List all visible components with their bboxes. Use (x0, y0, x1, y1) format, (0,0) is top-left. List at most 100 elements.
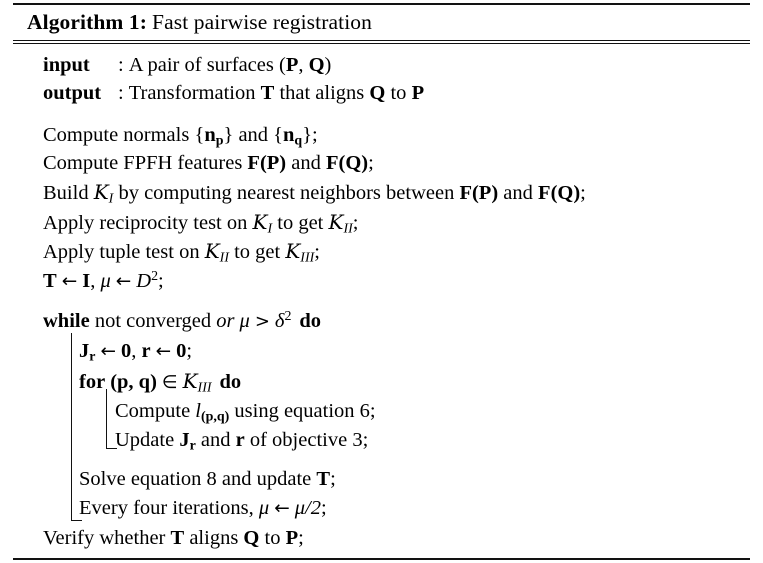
verify-var-t: T (170, 526, 185, 549)
indent-guide-for (106, 389, 117, 449)
tuple-k1-sub: II (219, 250, 229, 266)
verify-var-q: Q (243, 526, 260, 549)
step4-mid: to get (272, 211, 329, 234)
fpfh-arg-q: (Q) (338, 152, 369, 175)
loss-var-l: l (195, 400, 201, 423)
step2-mid: and (286, 152, 326, 175)
build-arg-q: (Q) (550, 181, 581, 204)
init-var-t: T (43, 269, 57, 292)
step-build-correspondences: Build KI by computing nearest neighbors … (13, 178, 750, 208)
reset-post: ; (186, 339, 193, 362)
step-compute-fpfh: Compute FPFH features F(P) and F(Q); (13, 149, 750, 178)
normals-var-nq: n (283, 123, 295, 146)
greater-than-icon: > (254, 311, 270, 333)
residual-zero: 0 (176, 339, 187, 362)
loss-pre: Compute (115, 400, 196, 423)
loss-post: using equation 6; (229, 400, 376, 423)
assign-arrow-icon: ← (61, 270, 78, 292)
step5-mid: to get (228, 241, 286, 264)
for-keyword: for (79, 370, 106, 393)
step5-post: ; (314, 241, 320, 264)
step-compute-normals: Compute normals {np} and {nq}; (13, 121, 750, 150)
step-reciprocity-test: Apply reciprocity test on KI to get KII; (13, 208, 750, 238)
init-var-d: D (136, 269, 152, 292)
normals-var-np: n (204, 123, 216, 146)
assign-arrow-icon-5: ← (274, 497, 290, 519)
init-d-exponent: 2 (151, 268, 159, 284)
rule-under-title (13, 40, 750, 44)
jacobian-zero: 0 (120, 339, 132, 362)
step1-pre: Compute normals { (43, 123, 205, 146)
output-label: output (43, 82, 102, 105)
io-output-line: output:Transformation T that aligns Q to… (13, 79, 750, 108)
algorithm-title: Algorithm 1:Fast pairwise registration (13, 5, 750, 40)
step1-post: }; (302, 123, 318, 146)
while-condition-text: not converged (89, 310, 217, 333)
fpfh-f1: F (247, 152, 260, 175)
normals-sub-p: p (215, 133, 224, 149)
residual-var-r: r (141, 339, 151, 362)
while-do-keyword: do (299, 310, 322, 333)
while-or-keyword: or (216, 310, 235, 333)
update-mid: and (195, 428, 236, 451)
indent-guide-while (71, 333, 82, 521)
init-comma: , (90, 269, 101, 292)
input-text-pre: A pair of surfaces ( (128, 53, 286, 76)
jacobian-var-j: J (79, 339, 90, 362)
step-compute-loss: Compute l(p,q) using equation 6; (13, 397, 750, 426)
verify-mid: aligns (184, 526, 244, 549)
input-text-post: ) (324, 53, 332, 76)
anneal-var-mu: μ (258, 496, 270, 519)
input-label: input (43, 53, 90, 76)
build-f1: F (459, 181, 472, 204)
normals-sub-q: q (294, 133, 303, 149)
step-update-jacobian: Update Jr and r of objective 3; (13, 426, 750, 455)
verify-post: ; (298, 526, 304, 549)
step2-pre: Compute FPFH features (43, 152, 248, 175)
while-delta-exponent: 2 (284, 309, 292, 325)
fpfh-arg-p: (P) (259, 152, 287, 175)
tuple-k1: K (204, 239, 220, 264)
loss-sub-pq: (p,q) (201, 409, 230, 425)
verify-to: to (259, 526, 286, 549)
step-initialize: T←I, μ←D2; (13, 267, 750, 297)
update-var-r: r (235, 428, 245, 451)
while-var-delta: δ (274, 310, 285, 333)
fpfh-f2: F (326, 152, 339, 175)
step-anneal-mu: Every four iterations, μ←μ/2; (13, 494, 750, 524)
output-var-q: Q (369, 82, 386, 105)
init-var-mu: μ (100, 269, 111, 292)
anneal-post: ; (320, 496, 327, 519)
algorithm-number-label: Algorithm 1: (27, 10, 148, 34)
update-post: of objective 3; (244, 428, 369, 451)
recip-k1-sub: I (267, 221, 273, 237)
input-comma: , (298, 53, 309, 76)
anneal-pre: Every four iterations, (79, 496, 259, 519)
set-k-symbol: K (93, 179, 109, 204)
output-separator: : (118, 82, 124, 105)
spacer-before-while (13, 296, 750, 307)
tuple-k2: K (285, 239, 301, 264)
for-pair-variable: (p, q) (110, 370, 157, 393)
while-keyword: while (43, 310, 90, 333)
step3-mid: by computing nearest neighbors between (113, 181, 460, 204)
jacobian-sub-r: r (89, 349, 96, 365)
step4-pre: Apply reciprocity test on (43, 211, 253, 234)
element-of-icon: ∈ (161, 371, 178, 393)
step1-mid: } and { (223, 123, 284, 146)
recip-k2-sub: II (343, 221, 353, 237)
step2-post: ; (368, 152, 374, 175)
init-var-i: I (82, 269, 91, 292)
io-input-line: input:A pair of surfaces (P, Q) (13, 51, 750, 80)
update-pre: Update (115, 428, 180, 451)
update-var-j: J (179, 428, 190, 451)
step-tuple-test: Apply tuple test on KII to get KIII; (13, 237, 750, 267)
verify-var-p: P (285, 526, 299, 549)
tuple-k2-sub: III (300, 250, 315, 266)
step-reset-jacobian: Jr←0, r←0; (13, 337, 750, 367)
anneal-divisor: /2 (305, 496, 321, 519)
step3-pre: Build (43, 181, 94, 204)
build-f2: F (538, 181, 551, 204)
for-set-k: K (182, 368, 198, 393)
